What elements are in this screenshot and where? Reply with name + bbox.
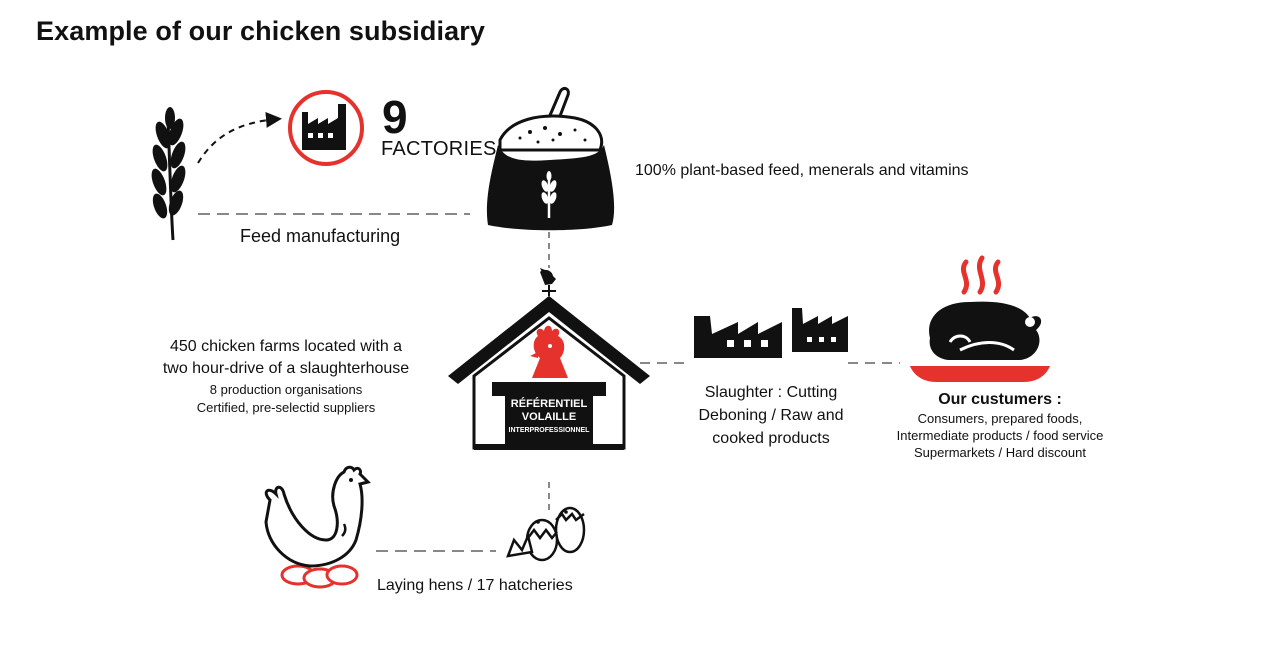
farms-line-3: 8 production organisations (209, 382, 363, 397)
customers-line-3: Supermarkets / Hard discount (914, 445, 1086, 460)
wheat-icon (151, 107, 186, 241)
factory-icon (288, 90, 364, 166)
barn-sign-line-1: RÉFÉRENTIEL (510, 398, 588, 410)
roast-chicken-icon (910, 255, 1050, 382)
factory-count: 9 (382, 91, 408, 143)
farms-description: 450 chicken farms located with a two hou… (140, 336, 432, 417)
page-title: Example of our chicken subsidiary (36, 16, 485, 46)
customers-line-1: Consumers, prepared foods, (917, 411, 1083, 426)
farms-line-2: two hour-drive of a slaughterhouse (162, 360, 410, 377)
feed-sack-icon (486, 86, 615, 231)
customers-heading: Our custumers : (938, 391, 1062, 408)
barn-sign-line-3: INTERPROFESSIONNEL (508, 427, 590, 434)
hen-icon (264, 465, 371, 589)
weathervane-icon (540, 268, 556, 296)
factory-label: FACTORIES (381, 138, 497, 160)
farms-line-1: 450 chicken farms located with a (169, 338, 403, 355)
barn-sign-line-2: VOLAILLE (521, 411, 577, 423)
arrow-to-factory (197, 111, 282, 164)
barn-icon (448, 296, 650, 450)
customers-line-2: Intermediate products / food service (896, 428, 1104, 443)
customers-description: Our custumers : Consumers, prepared food… (880, 390, 1120, 461)
farms-line-4: Certified, pre-selectid suppliers (196, 400, 376, 415)
slaughter-description: Slaughter : Cutting Deboning / Raw and c… (676, 381, 866, 450)
slaughter-line-3: cooked products (712, 430, 830, 447)
chicks-icon (506, 506, 586, 562)
slaughter-line-2: Deboning / Raw and (698, 407, 844, 424)
slaughter-line-1: Slaughter : Cutting (704, 384, 838, 401)
hatch-label: Laying hens / 17 hatcheries (377, 577, 573, 594)
barn-sign: RÉFÉRENTIEL VOLAILLE INTERPROFESSIONNEL (505, 398, 593, 437)
feed-description: 100% plant-based feed, menerals and vita… (635, 162, 969, 179)
feed-manufacturing-label: Feed manufacturing (240, 226, 401, 246)
slaughterhouse-icon (694, 308, 848, 358)
